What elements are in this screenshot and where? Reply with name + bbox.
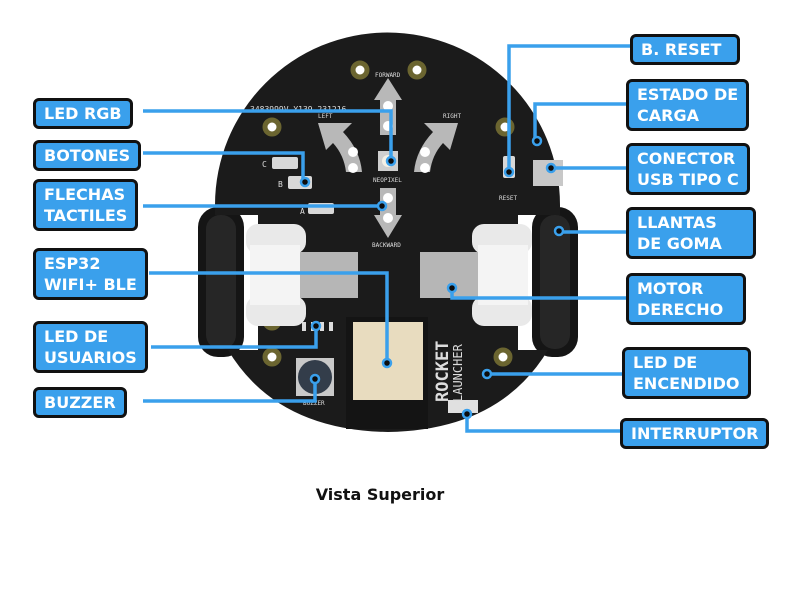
power-switch <box>448 400 478 413</box>
pcb-backward: BACKWARD <box>372 242 401 249</box>
label-text: MOTOR <box>637 279 704 298</box>
right-motor <box>420 224 532 326</box>
label-text: USB TIPO C <box>637 170 739 189</box>
label-text: DERECHO <box>637 300 724 319</box>
label-text: BOTONES <box>44 146 131 165</box>
left-motor <box>246 224 358 326</box>
pcb-btn-c: C <box>262 160 267 169</box>
label-led-usuarios: LED DE USUARIOS <box>33 321 148 373</box>
right-wheel <box>532 207 578 357</box>
label-botones: BOTONES <box>33 140 142 171</box>
pcb-left: LEFT <box>318 113 333 120</box>
pcb-neopixel: NEOPIXEL <box>373 177 402 184</box>
label-text: LED DE <box>44 327 109 346</box>
label-text: CARGA <box>637 106 699 125</box>
leader-dots <box>299 135 565 420</box>
label-reset: B. RESET <box>630 34 740 65</box>
label-text: CONECTOR <box>637 149 736 168</box>
label-interruptor: INTERRUPTOR <box>620 418 770 449</box>
label-led-rgb: LED RGB <box>33 98 133 129</box>
label-motor: MOTOR DERECHO <box>626 273 746 325</box>
label-text: BUZZER <box>44 393 116 412</box>
label-buzzer: BUZZER <box>33 387 127 418</box>
pcb-brand-launcher: LAUNCHER <box>451 343 465 402</box>
label-text: LED DE <box>633 353 698 372</box>
caption-vista-superior: Vista Superior <box>315 485 445 504</box>
pcb-right: RIGHT <box>443 113 461 120</box>
pcb-forward: FORWARD <box>375 72 401 79</box>
label-usb-c: CONECTOR USB TIPO C <box>626 143 750 195</box>
label-llantas: LLANTAS DE GOMA <box>626 207 756 259</box>
pcb-brand-rocket: ROCKET <box>433 341 453 402</box>
label-led-encendido: LED DE ENCENDIDO <box>622 347 751 399</box>
leader-lines <box>143 44 630 433</box>
label-text: LLANTAS <box>637 213 717 232</box>
label-text: LED RGB <box>44 104 122 123</box>
label-esp32: ESP32 WIFI+ BLE <box>33 248 148 300</box>
label-flechas-tactiles: FLECHAS TACTILES <box>33 179 139 231</box>
label-text: ESTADO DE <box>637 85 739 104</box>
left-wheel <box>198 207 244 357</box>
label-text: TACTILES <box>44 206 128 225</box>
pcb-buzzer: BUZZER <box>303 400 325 407</box>
label-text: DE GOMA <box>637 234 722 253</box>
label-text: FLECHAS <box>44 185 126 204</box>
label-estado-carga: ESTADO DE CARGA <box>626 79 750 131</box>
label-text: USUARIOS <box>44 348 137 367</box>
label-text: ENCENDIDO <box>633 374 740 393</box>
label-text: B. RESET <box>641 40 722 59</box>
label-text: WIFI+ BLE <box>44 275 137 294</box>
pcb-btn-b: B <box>278 180 283 189</box>
label-text: INTERRUPTOR <box>631 424 759 443</box>
pcb-btn-a: A <box>300 207 305 216</box>
pcb-reset: RESET <box>499 195 517 202</box>
label-text: ESP32 <box>44 254 101 273</box>
